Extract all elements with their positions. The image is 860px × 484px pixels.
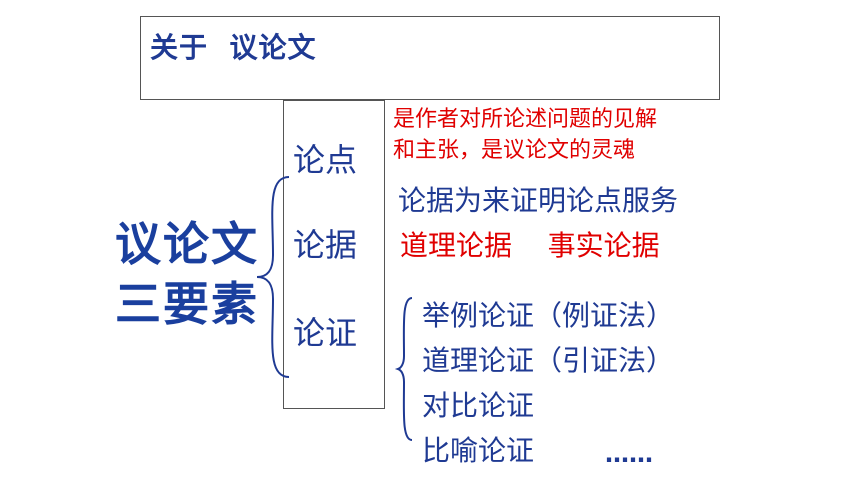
method-example: 举例论证（例证法） — [422, 299, 675, 332]
method-analogy: 比喻论证 — [422, 434, 535, 467]
element-thesis: 论点 — [293, 141, 358, 179]
methods-brace — [394, 297, 413, 441]
method-reasoning: 道理论证（引证法） — [422, 344, 675, 377]
element-argumentation: 论证 — [293, 314, 358, 352]
evidence-types: 道理论据 事实论据 — [400, 229, 660, 262]
ellipsis: …… — [605, 440, 653, 468]
title-box — [140, 16, 720, 100]
big-label-line2: 三要素 — [115, 277, 259, 331]
definition-line1: 是作者对所论述问题的见解 — [393, 107, 658, 132]
elements-box — [283, 100, 385, 409]
thesis-definition: 是作者对所论述问题的见解 和主张，是议论文的灵魂 — [393, 104, 723, 166]
big-label-line1: 议论文 — [115, 217, 259, 271]
method-contrast: 对比论证 — [422, 389, 535, 422]
evidence-description: 论据为来证明论点服务 — [398, 184, 679, 217]
page-title: 关于 议论文 — [150, 31, 317, 64]
element-evidence: 论据 — [293, 226, 358, 264]
left-brace — [256, 176, 290, 378]
definition-line2: 和主张，是议论文的灵魂 — [393, 138, 636, 163]
